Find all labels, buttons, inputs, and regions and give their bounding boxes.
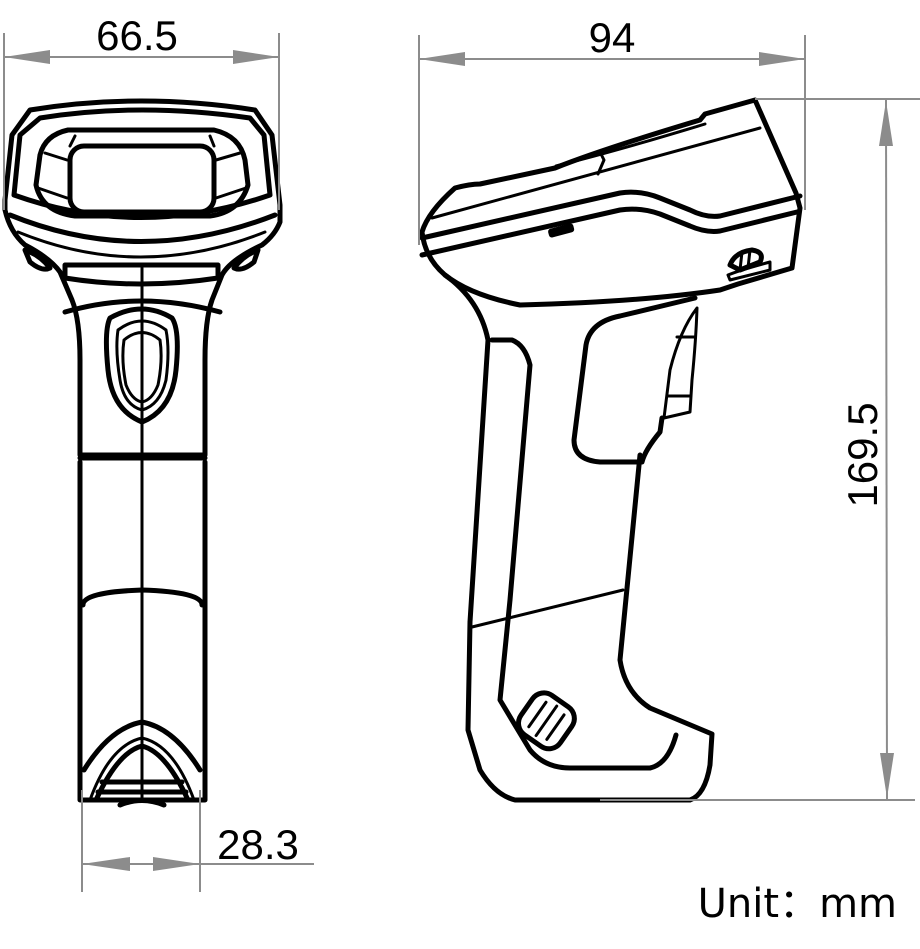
dimension-94: 94 xyxy=(418,14,806,245)
dimension-169-5: 169.5 xyxy=(600,98,920,801)
dimension-label-height: 169.5 xyxy=(839,402,886,507)
dimension-label-base-width: 28.3 xyxy=(217,821,299,868)
unit-label: Unit：mm xyxy=(698,881,897,927)
side-view xyxy=(419,97,803,803)
dimension-label-front-width: 66.5 xyxy=(96,12,178,59)
dimension-66-5: 66.5 xyxy=(3,12,280,210)
dimension-label-side-length: 94 xyxy=(589,14,636,61)
front-view xyxy=(2,98,283,808)
dimension-28-3: 28.3 xyxy=(81,790,314,892)
